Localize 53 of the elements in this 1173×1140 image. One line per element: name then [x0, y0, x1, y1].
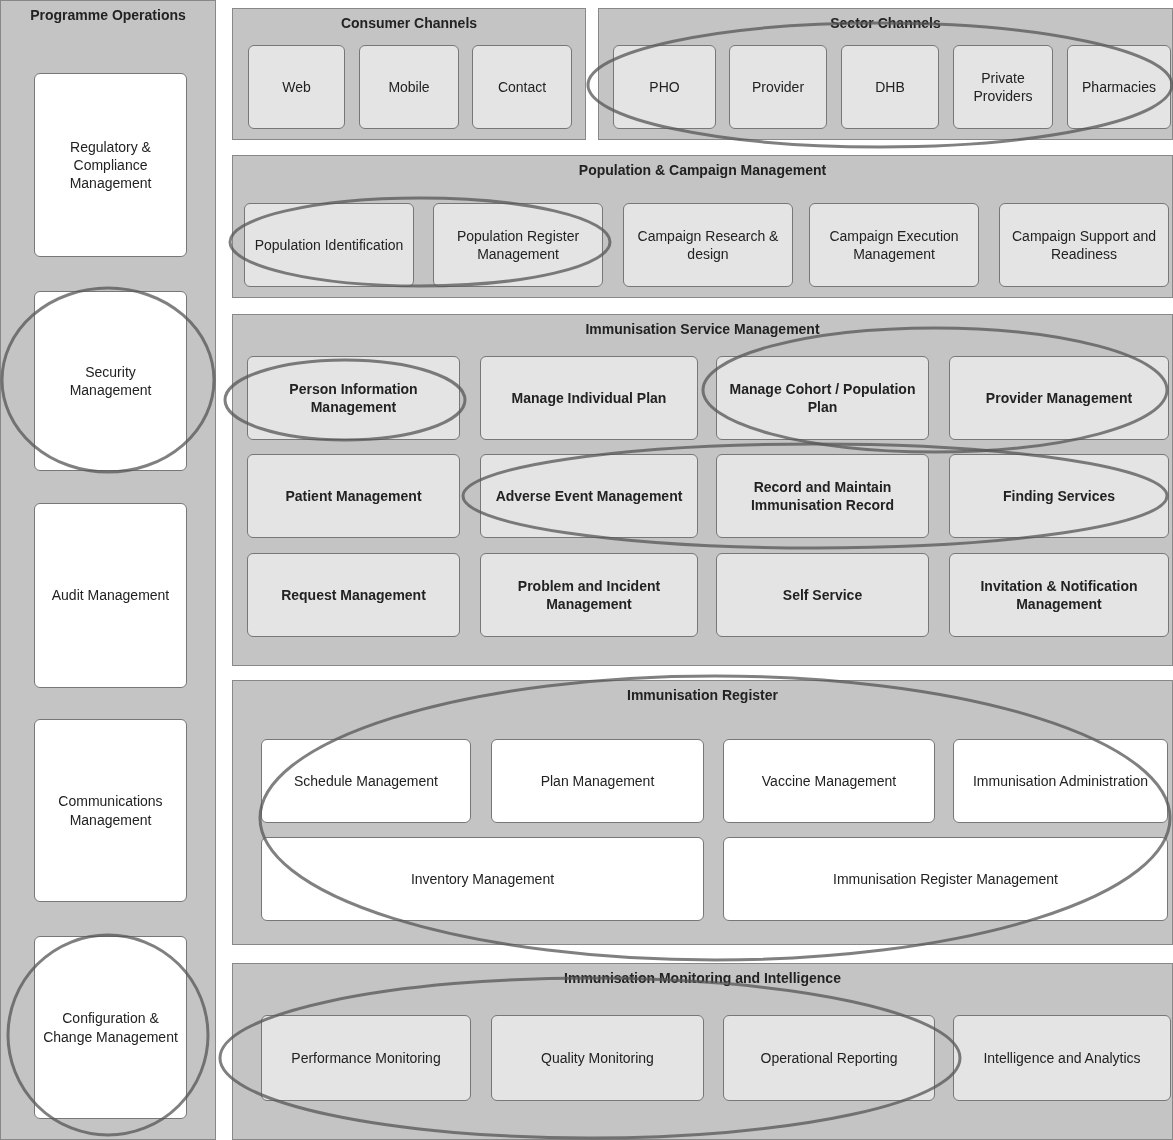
- capability-box: Person Information Management: [247, 356, 460, 440]
- capability-box: Immunisation Register Management: [723, 837, 1168, 921]
- group-title: Immunisation Register: [626, 687, 779, 703]
- group-panel: [0, 0, 216, 1140]
- group-title: Consumer Channels: [339, 15, 479, 31]
- group-title: Programme Operations: [29, 7, 187, 23]
- capability-box: Pharmacies: [1067, 45, 1171, 129]
- group-panel: [232, 155, 1173, 298]
- group-panel: [232, 314, 1173, 666]
- capability-box: DHB: [841, 45, 939, 129]
- capability-box: Performance Monitoring: [261, 1015, 471, 1101]
- capability-box: Manage Individual Plan: [480, 356, 698, 440]
- capability-box: Contact: [472, 45, 572, 129]
- group-panel: [232, 8, 586, 140]
- group-panel: [598, 8, 1173, 140]
- capability-box: Population Identification: [244, 203, 414, 287]
- capability-box: Campaign Support and Readiness: [999, 203, 1169, 287]
- capability-box: Provider Management: [949, 356, 1169, 440]
- capability-box: Regulatory & Compliance Management: [34, 73, 187, 257]
- capability-box: Configuration & Change Management: [34, 936, 187, 1119]
- capability-box: Population Register Management: [433, 203, 603, 287]
- capability-box: Adverse Event Management: [480, 454, 698, 538]
- capability-box: Operational Reporting: [723, 1015, 935, 1101]
- group-title: Population & Campaign Management: [577, 162, 828, 178]
- capability-box: Audit Management: [34, 503, 187, 688]
- group-title: Immunisation Service Management: [584, 321, 821, 337]
- capability-box: Communications Management: [34, 719, 187, 902]
- capability-box: Quality Monitoring: [491, 1015, 704, 1101]
- capability-box: Patient Management: [247, 454, 460, 538]
- capability-box: Invitation & Notification Management: [949, 553, 1169, 637]
- capability-box: Record and Maintain Immunisation Record: [716, 454, 929, 538]
- capability-box: Manage Cohort / Population Plan: [716, 356, 929, 440]
- capability-box: Mobile: [359, 45, 459, 129]
- capability-box: Campaign Research & design: [623, 203, 793, 287]
- group-title: Immunisation Monitoring and Intelligence: [563, 970, 842, 986]
- capability-box: Provider: [729, 45, 827, 129]
- capability-box: Finding Services: [949, 454, 1169, 538]
- capability-box: Vaccine Management: [723, 739, 935, 823]
- capability-box: Private Providers: [953, 45, 1053, 129]
- capability-box: Inventory Management: [261, 837, 704, 921]
- group-panel: [232, 963, 1173, 1140]
- capability-box: Schedule Management: [261, 739, 471, 823]
- capability-box: Problem and Incident Management: [480, 553, 698, 637]
- capability-box: Campaign Execution Management: [809, 203, 979, 287]
- capability-box: Security Management: [34, 291, 187, 471]
- capability-box: Plan Management: [491, 739, 704, 823]
- capability-box: Immunisation Administration: [953, 739, 1168, 823]
- capability-box: Intelligence and Analytics: [953, 1015, 1171, 1101]
- group-title: Sector Channels: [829, 15, 942, 31]
- capability-box: Web: [248, 45, 345, 129]
- capability-box: Request Management: [247, 553, 460, 637]
- capability-box: Self Service: [716, 553, 929, 637]
- capability-box: PHO: [613, 45, 716, 129]
